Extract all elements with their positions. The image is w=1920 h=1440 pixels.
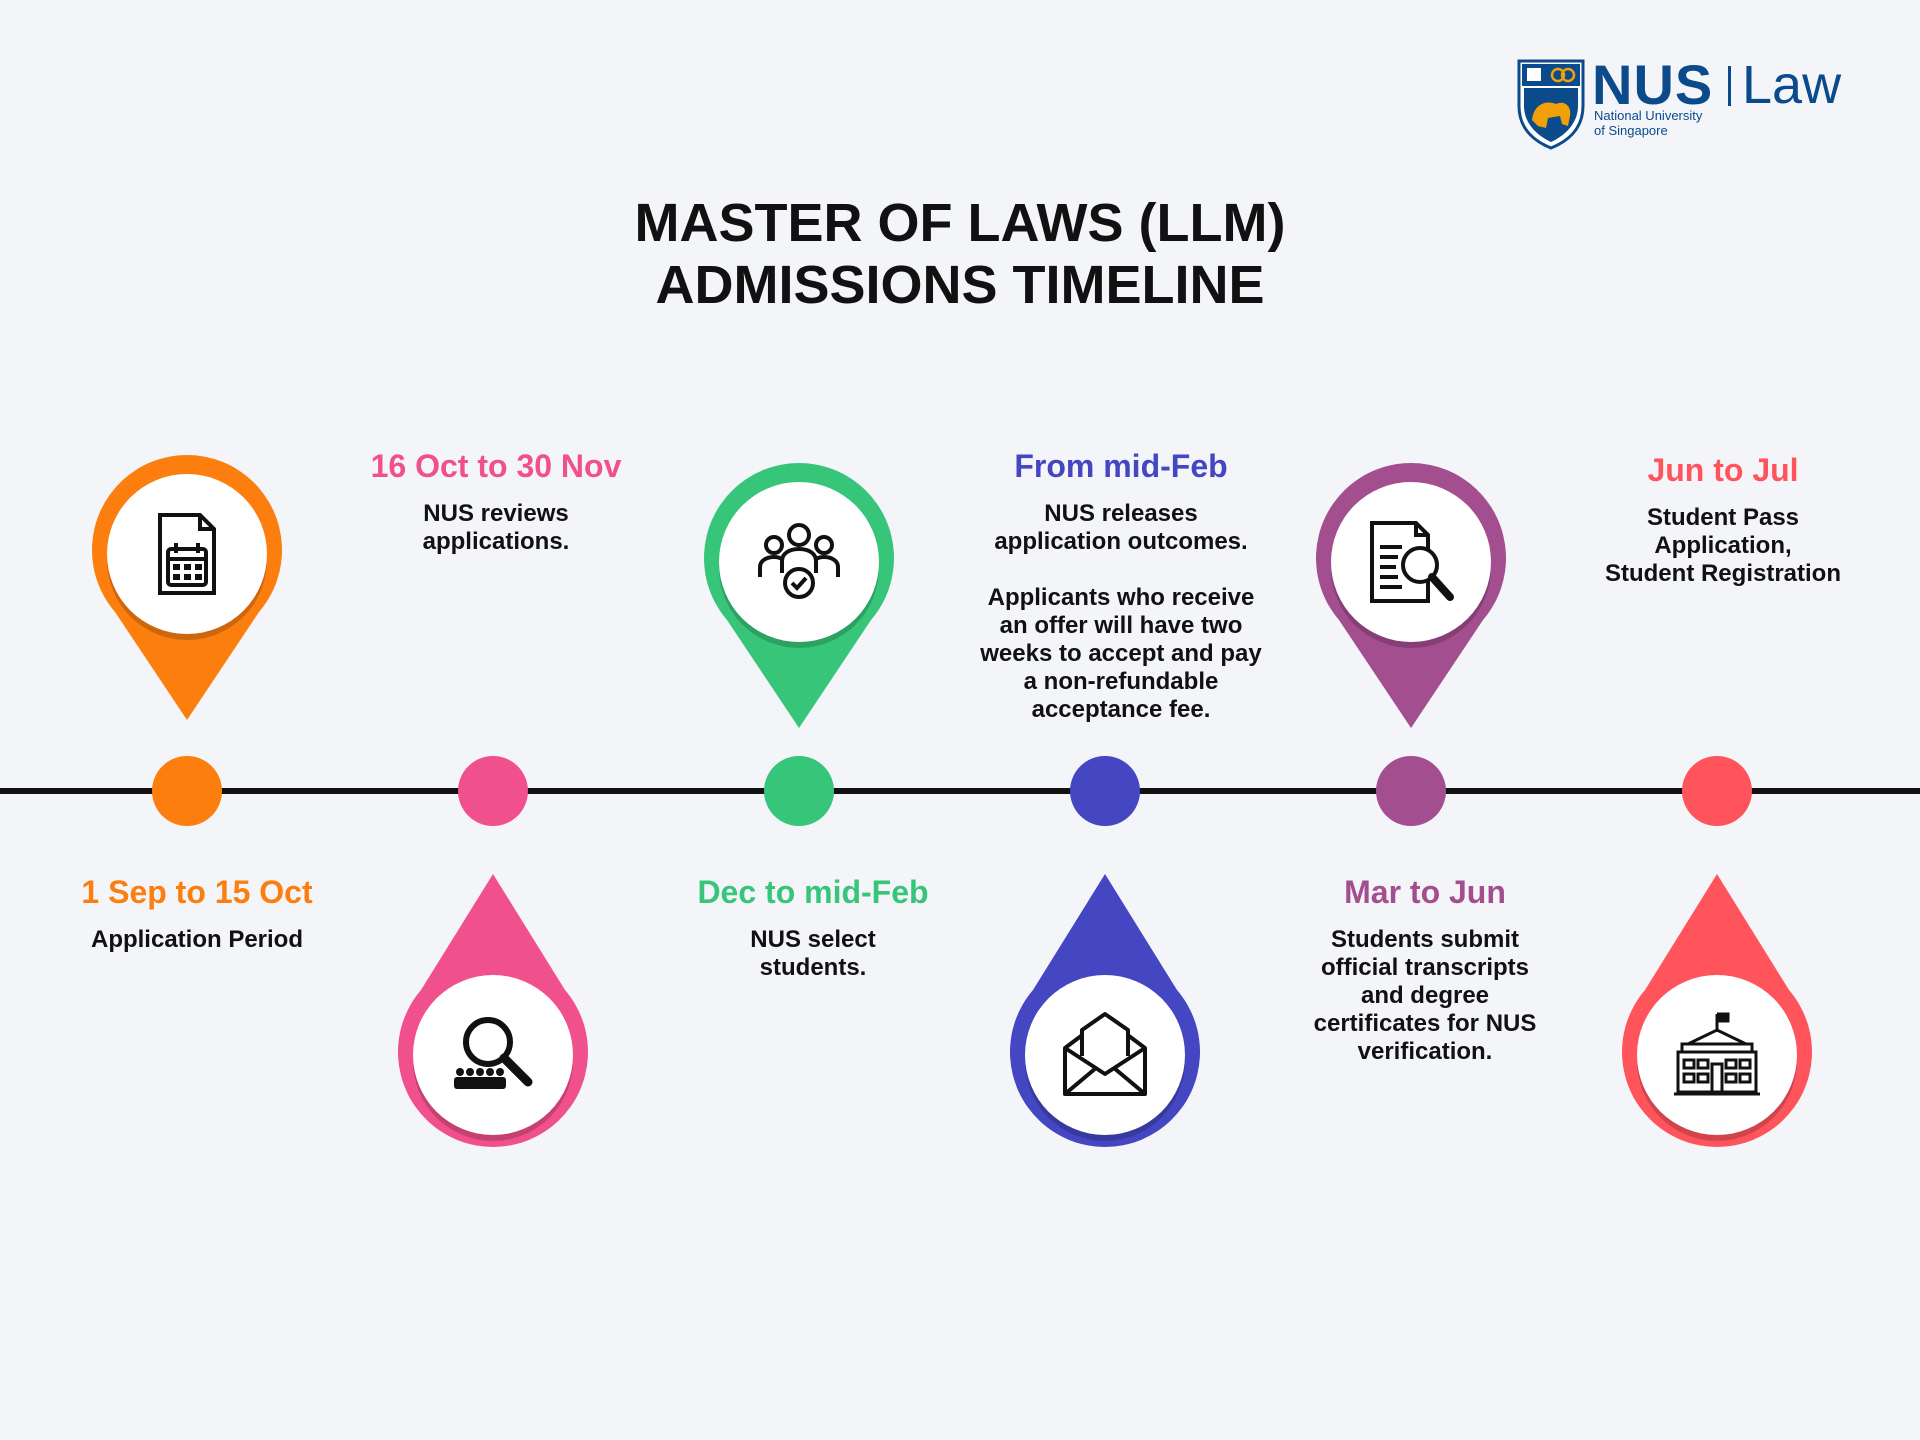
step-4-date: From mid-Feb bbox=[1014, 448, 1228, 484]
envelope-icon bbox=[1063, 1012, 1147, 1096]
step-4-desc-text-2: Applicants who receive an offer will hav… bbox=[980, 584, 1262, 723]
pin-icon-circle bbox=[413, 975, 573, 1135]
nus-law-logo: NUS Law National University of Singapore bbox=[1516, 53, 1858, 158]
title-line2: ADMISSIONS TIMELINE bbox=[655, 255, 1265, 315]
marker-pin-1 bbox=[87, 452, 287, 732]
step-3-description: NUS select students. bbox=[733, 926, 893, 982]
timeline-dot-3 bbox=[764, 756, 834, 826]
timeline-dot-1 bbox=[152, 756, 222, 826]
step-6-description: Student Pass Application, Student Regist… bbox=[1573, 504, 1873, 588]
group-check-icon bbox=[758, 523, 840, 599]
logo-divider bbox=[1728, 66, 1731, 106]
step-6-desc-text-2: Student Registration bbox=[1604, 560, 1841, 587]
pin-icon-circle bbox=[1025, 975, 1185, 1135]
step-6-label: Jun to Jul Student Pass Application, Stu… bbox=[1573, 450, 1873, 588]
timeline-dot-6 bbox=[1682, 756, 1752, 826]
step-3-date: Dec to mid-Feb bbox=[697, 874, 929, 910]
marker-pin-2 bbox=[393, 870, 593, 1150]
step-2-label: 16 Oct to 30 Nov NUS reviews application… bbox=[346, 446, 646, 584]
timeline-dot-5 bbox=[1376, 756, 1446, 826]
step-1-description: Application Period bbox=[47, 926, 347, 954]
logo-subtitle-line1: National University bbox=[1594, 108, 1703, 123]
logo-subtitle: National University of Singapore bbox=[1594, 108, 1754, 138]
university-building-icon bbox=[1674, 1012, 1760, 1096]
step-4-desc-text: NUS releases application outcomes. bbox=[994, 500, 1248, 555]
step-3-label: Dec to mid-Feb NUS select students. bbox=[663, 872, 963, 1010]
magnifier-people-icon bbox=[454, 1017, 533, 1089]
document-search-icon bbox=[1370, 521, 1454, 603]
timeline-dot-2 bbox=[458, 756, 528, 826]
step-1-desc-text: Application Period bbox=[90, 926, 303, 953]
logo-subtitle-line2: of Singapore bbox=[1594, 123, 1668, 138]
step-2-description: NUS reviews applications. bbox=[406, 500, 586, 556]
step-5-description: Students submit official transcripts and… bbox=[1300, 926, 1550, 1066]
title-line1: MASTER OF LAWS (LLM) bbox=[634, 193, 1286, 253]
step-6-desc-text: Student Pass Application, bbox=[1646, 504, 1800, 559]
pin-icon-circle bbox=[1331, 482, 1491, 642]
step-1-label: 1 Sep to 15 Oct Application Period bbox=[47, 872, 347, 982]
timeline-dot-4 bbox=[1070, 756, 1140, 826]
step-6-date: Jun to Jul bbox=[1647, 452, 1799, 488]
marker-pin-4 bbox=[1005, 870, 1205, 1150]
step-4-label: From mid-Feb NUS releases application ou… bbox=[971, 446, 1271, 752]
step-5-desc-text: Students submit official transcripts and… bbox=[1313, 926, 1537, 1065]
page-title: MASTER OF LAWS (LLM) ADMISSIONS TIMELINE bbox=[0, 192, 1920, 316]
marker-pin-3 bbox=[699, 460, 899, 740]
marker-pin-5 bbox=[1311, 460, 1511, 740]
step-2-date: 16 Oct to 30 Nov bbox=[370, 448, 622, 484]
marker-pin-6 bbox=[1617, 870, 1817, 1150]
pin-icon-circle bbox=[719, 482, 879, 642]
logo-faculty: Law bbox=[1742, 55, 1842, 115]
calendar-document-icon bbox=[158, 513, 216, 595]
logo-brand: NUS bbox=[1592, 53, 1714, 116]
step-5-date: Mar to Jun bbox=[1344, 874, 1506, 910]
step-2-desc-text: NUS reviews applications. bbox=[422, 500, 570, 555]
timeline-line bbox=[0, 788, 1920, 794]
pin-icon-circle bbox=[1637, 975, 1797, 1135]
step-1-date: 1 Sep to 15 Oct bbox=[81, 874, 313, 910]
pin-icon-circle bbox=[107, 474, 267, 634]
step-5-label: Mar to Jun Students submit official tran… bbox=[1275, 872, 1575, 1094]
nus-crest-icon bbox=[1517, 59, 1585, 150]
step-4-description: NUS releases application outcomes. Appli… bbox=[976, 500, 1266, 724]
step-3-desc-text: NUS select students. bbox=[750, 926, 876, 981]
